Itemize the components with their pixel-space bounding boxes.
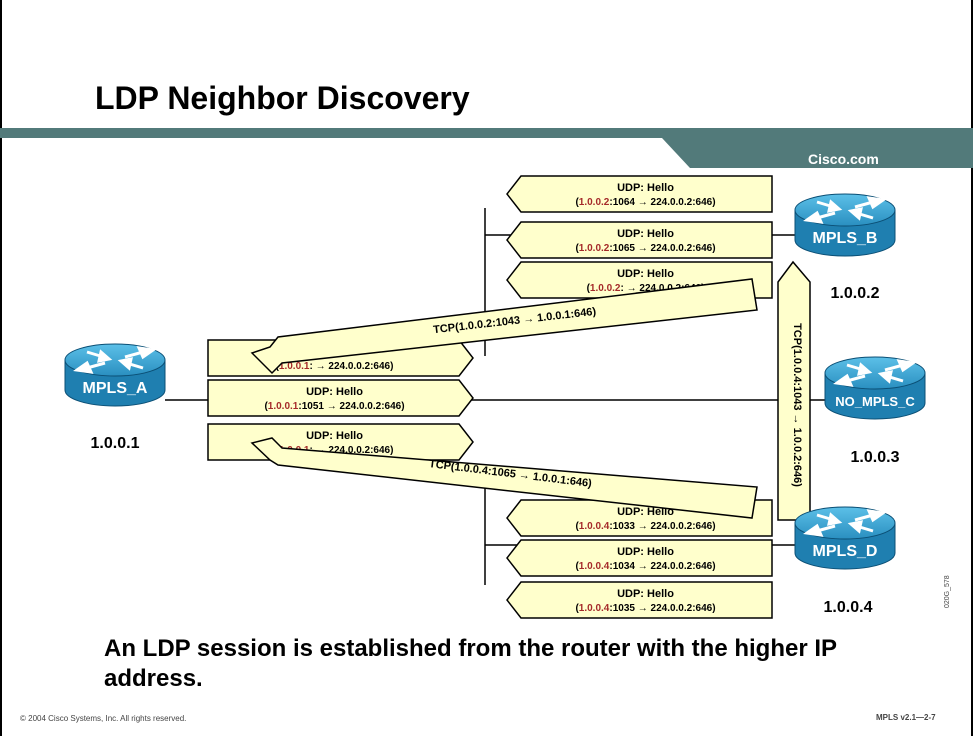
router-name: MPLS_A	[83, 380, 148, 397]
udp-hello-address: (1.0.0.1:1051 → 224.0.0.2:646)	[264, 401, 404, 412]
udp-hello-label: UDP: Hello	[306, 430, 363, 442]
router-arrows-icon	[803, 196, 887, 224]
udp-hello-label: UDP: Hello	[306, 386, 363, 398]
routers: MPLS_A 1.0.0.1 MPLS_B 1.0.0.2NO_MPLS_C 1.0.0…	[64, 193, 926, 616]
router-b: MPLS_B 1.0.0.2	[794, 193, 896, 302]
router-a: MPLS_A 1.0.0.1	[64, 343, 166, 452]
tcp-d-to-b-label: TCP(1.0.0.4:1043 → 1.0.0.2:646)	[791, 323, 803, 487]
udp-hello-label: UDP: Hello	[617, 588, 674, 600]
udp-hello-address: (1.0.0.2:1064 → 224.0.0.2:646)	[575, 197, 715, 208]
router-arrows-icon	[73, 346, 157, 374]
caption: An LDP session is established from the r…	[104, 635, 837, 692]
tcp-d-to-a-arrow	[250, 437, 758, 519]
router-ip: 1.0.0.3	[851, 449, 900, 466]
udp-hello-label: UDP: Hello	[617, 546, 674, 558]
udp-hello-arrow	[506, 175, 773, 213]
title-banner	[0, 128, 973, 168]
udp-hello-messages: UDP: Hello (1.0.0.2:1064 → 224.0.0.2:646)…	[207, 175, 773, 619]
router-ip: 1.0.0.1	[91, 435, 140, 452]
udp-hello-address: (1.0.0.4:1033 → 224.0.0.2:646)	[575, 521, 715, 532]
router-arrows-icon	[833, 359, 917, 387]
slide-left-border	[0, 0, 2, 736]
udp-hello-message: UDP: Hello (1.0.0.1:1051 → 224.0.0.2:646)	[207, 379, 474, 417]
figure-code: 020G_578	[944, 575, 951, 608]
udp-hello-message: UDP: Hello (1.0.0.2:1065 → 224.0.0.2:646)	[506, 221, 773, 259]
udp-hello-label: UDP: Hello	[617, 506, 674, 518]
udp-hello-arrow	[207, 379, 474, 417]
router-d: MPLS_D 1.0.0.4	[794, 506, 896, 616]
udp-hello-message: UDP: Hello (1.0.0.4:1035 → 224.0.0.2:646)	[506, 581, 773, 619]
page-title: LDP Neighbor Discovery	[95, 80, 470, 116]
udp-hello-arrow	[506, 581, 773, 619]
banner-tab	[662, 138, 973, 168]
router-arrows-icon	[803, 509, 887, 537]
udp-hello-label: UDP: Hello	[617, 182, 674, 194]
footer-copyright: © 2004 Cisco Systems, Inc. All rights re…	[20, 714, 187, 723]
router-name: NO_MPLS_C	[835, 394, 915, 409]
udp-hello-label: UDP: Hello	[617, 228, 674, 240]
router-c: NO_MPLS_C 1.0.0.3	[824, 356, 926, 466]
udp-hello-label: UDP: Hello	[617, 268, 674, 280]
udp-hello-message: UDP: Hello (1.0.0.2:1064 → 224.0.0.2:646)	[506, 175, 773, 213]
udp-hello-arrow	[506, 539, 773, 577]
udp-hello-message: UDP: Hello (1.0.0.4:1034 → 224.0.0.2:646)	[506, 539, 773, 577]
router-name: MPLS_B	[813, 230, 878, 247]
router-ip: 1.0.0.4	[824, 599, 873, 616]
udp-hello-address: (1.0.0.2:1065 → 224.0.0.2:646)	[575, 243, 715, 254]
udp-hello-address: (1.0.0.4:1034 → 224.0.0.2:646)	[575, 561, 715, 572]
footer-course: MPLS v2.1—2-7	[876, 713, 936, 722]
brand-label: Cisco.com	[808, 151, 879, 167]
udp-hello-address: (1.0.0.4:1035 → 224.0.0.2:646)	[575, 603, 715, 614]
slide-right-border	[971, 0, 973, 736]
tcp-d-to-b-arrow	[777, 260, 811, 521]
tcp-session-d-to-b: TCP(1.0.0.4:1043 → 1.0.0.2:646)	[777, 260, 811, 521]
udp-hello-arrow	[506, 221, 773, 259]
tcp-b-to-a-arrow	[250, 278, 758, 375]
udp-hello-address: (1.0.0.1: → 224.0.0.2:646)	[276, 361, 394, 372]
udp-hello-address: (1.0.0.2: → 224.0.0.2:646)	[587, 283, 705, 294]
banner-stripe	[0, 128, 973, 138]
router-name: MPLS_D	[813, 543, 878, 560]
router-ip: 1.0.0.2	[831, 285, 880, 302]
